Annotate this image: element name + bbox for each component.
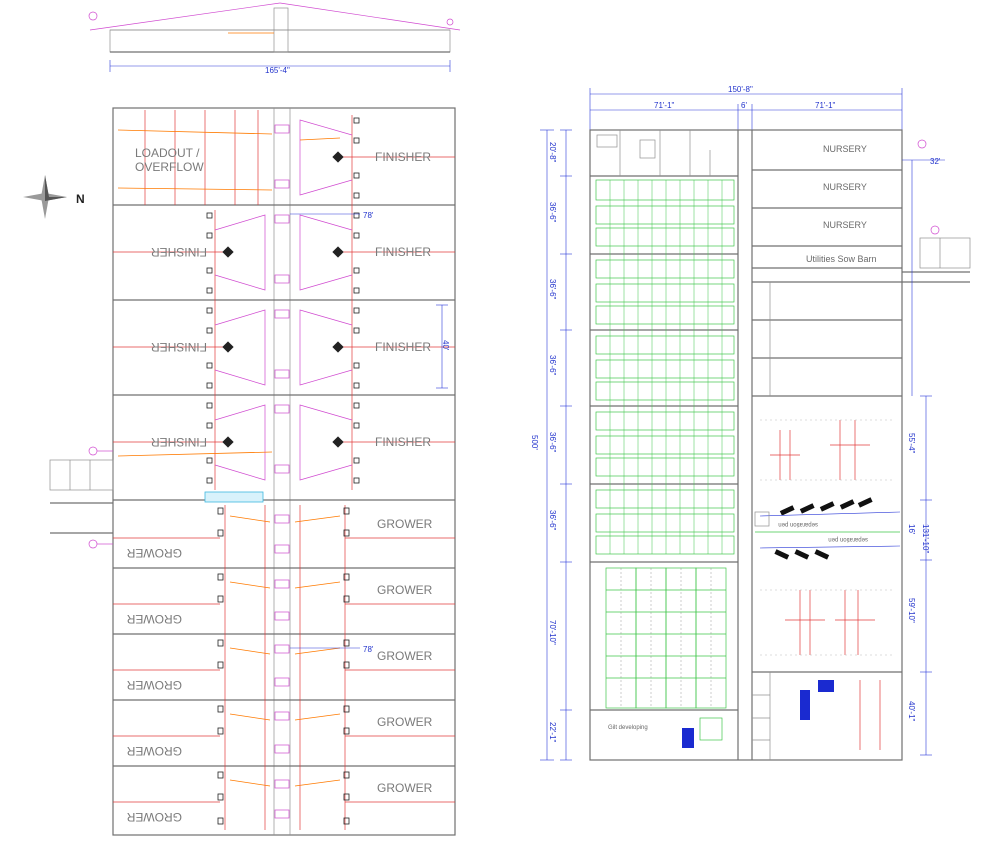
crate-dividers — [609, 180, 723, 554]
dim-left-6: 70'-10" — [548, 620, 557, 645]
finisher-label: FINISHER — [375, 245, 431, 259]
dim-right-1: 55'-4" — [907, 433, 916, 454]
grower-label-flipped: GROWER — [126, 744, 182, 758]
dim-overall-length: 500' — [530, 435, 539, 450]
grower-label-flipped: GROWER — [126, 546, 182, 560]
dim-78-upper: 78' — [363, 211, 374, 220]
dim-center: 6' — [741, 101, 747, 110]
dim-left-half: 71'-1" — [654, 101, 675, 110]
dim-right-2: 131'-10" — [921, 524, 930, 553]
dim-left-7: 22'-1" — [548, 722, 557, 743]
dim-left-0: 20'-8" — [548, 142, 557, 163]
dim-left-5: 36'-6" — [548, 510, 557, 531]
finisher-label: FINISHER — [375, 435, 431, 449]
left-building-plan — [49, 107, 456, 836]
separation-pen-label: separation pen — [778, 521, 818, 527]
utilities-label: Utilities Sow Barn — [806, 254, 877, 264]
finisher-label: FINISHER — [375, 150, 431, 164]
dim-total-width: 150'-8" — [728, 85, 753, 94]
dim-right-4: 59'-10" — [907, 598, 916, 623]
dim-left-3: 36'-6" — [548, 355, 557, 376]
finisher-label: FINISHER — [375, 340, 431, 354]
grower-label: GROWER — [377, 649, 433, 663]
loadout-label-1: LOADOUT / — [135, 146, 200, 160]
north-label: N — [76, 192, 85, 206]
dim-right-half: 71'-1" — [815, 101, 836, 110]
building-elevation: 165'-4" — [88, 2, 461, 75]
grower-label: GROWER — [377, 781, 433, 795]
gilt-developing-label: Gilt developing — [608, 725, 648, 731]
grower-label: GROWER — [377, 583, 433, 597]
dim-right-0: 32' — [930, 157, 941, 166]
finisher-label-flipped: FINISHER — [151, 245, 207, 259]
elevation-dimension: 165'-4" — [265, 66, 290, 75]
north-arrow-icon: N — [23, 175, 85, 219]
dim-left-1: 36'-6" — [548, 202, 557, 223]
grower-label: GROWER — [377, 517, 433, 531]
nursery-label: NURSERY — [823, 220, 867, 230]
loadout-label-2: OVERFLOW — [135, 160, 204, 174]
dim-left-4: 36'-6" — [548, 432, 557, 453]
right-building-plan — [540, 88, 971, 761]
nursery-label: NURSERY — [823, 182, 867, 192]
nursery-label: NURSERY — [823, 144, 867, 154]
grower-label-flipped: GROWER — [126, 678, 182, 692]
grower-label-flipped: GROWER — [126, 810, 182, 824]
dim-left-2: 36'-6" — [548, 279, 557, 300]
dim-40: 40' — [441, 340, 450, 351]
dim-right-5: 40'-1" — [907, 701, 916, 722]
separation-pen-label: separation pen — [828, 536, 868, 542]
grower-label: GROWER — [377, 715, 433, 729]
grower-label-flipped: GROWER — [126, 612, 182, 626]
finisher-label-flipped: FINISHER — [151, 435, 207, 449]
dim-right-3: 16' — [907, 524, 916, 535]
dim-78-lower: 78' — [363, 645, 374, 654]
finisher-label-flipped: FINISHER — [151, 340, 207, 354]
